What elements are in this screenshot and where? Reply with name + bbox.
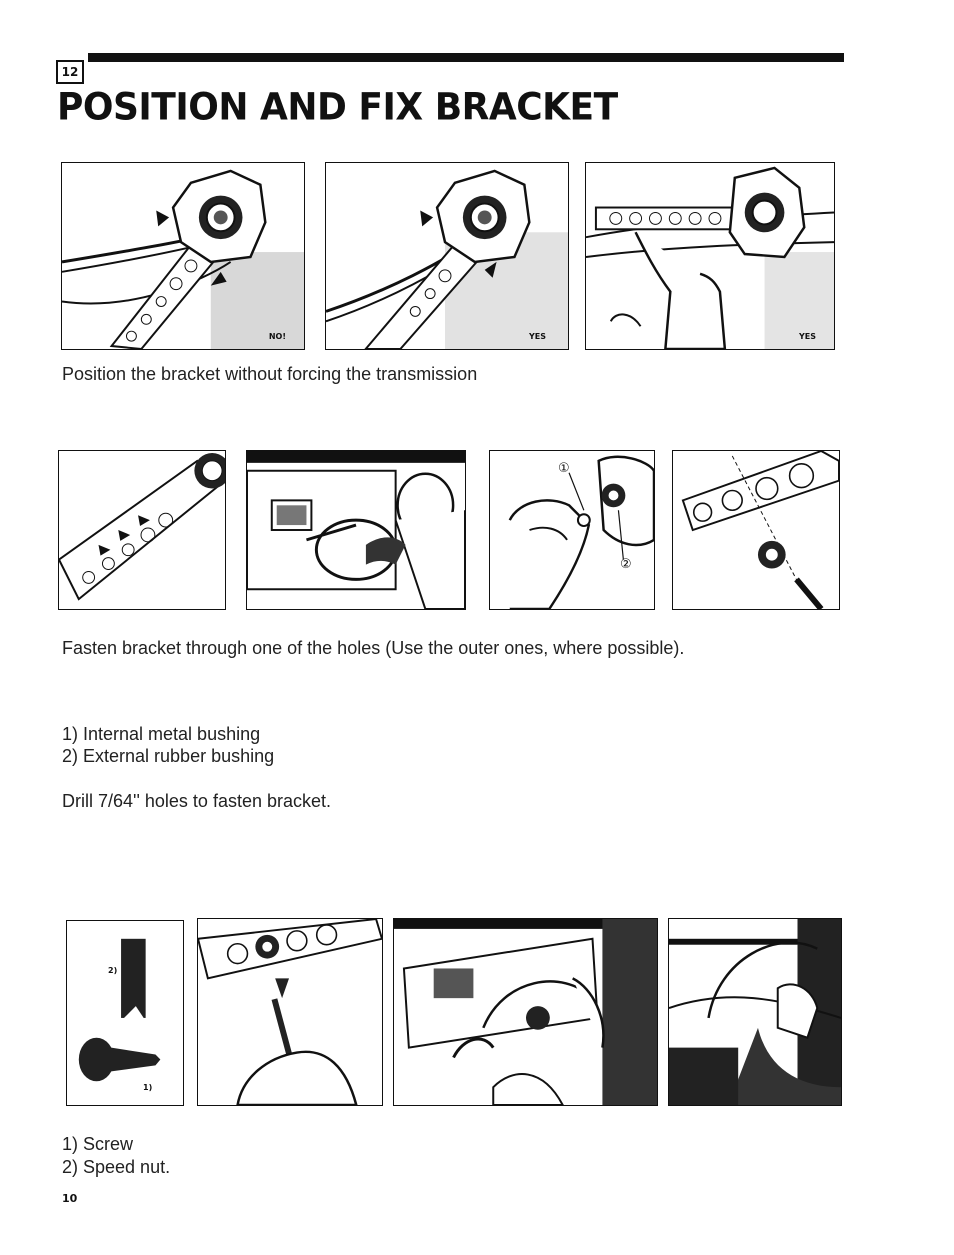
- section2-caption: Fasten bracket through one of the holes …: [62, 638, 685, 658]
- page-number: 10: [62, 1192, 78, 1205]
- section1-caption: Position the bracket without forcing the…: [62, 364, 478, 384]
- screw-label: 1): [143, 1083, 153, 1092]
- illustration-bracket-holes: [58, 450, 226, 610]
- page-title: POSITION AND FIX BRACKET: [57, 86, 618, 130]
- illustration-bracket-forced: NO!: [61, 162, 305, 350]
- callout-1: ①: [558, 461, 570, 476]
- illustration-screw-and-speed-nut: 2) 1): [66, 920, 184, 1106]
- illustration-routing-cable: [668, 918, 842, 1106]
- illustration-bracket-hand-position: YES: [585, 162, 835, 350]
- list-item: 1) Screw: [62, 1134, 134, 1154]
- no-label: NO!: [268, 332, 286, 341]
- list-item: 2) Speed nut.: [62, 1157, 171, 1177]
- step-number-box: 12: [56, 60, 84, 84]
- illustration-installing-in-car: [393, 918, 658, 1106]
- illustration-bushing-insert: ① ②: [489, 450, 655, 610]
- drill-note: Drill 7/64'' holes to fasten bracket.: [62, 791, 332, 811]
- illustration-person-installing: [246, 450, 466, 610]
- callout-2: ②: [620, 557, 632, 572]
- illustration-bracket-correct: YES: [325, 162, 569, 350]
- yes-label: YES: [528, 332, 546, 341]
- header-rule: [88, 53, 844, 62]
- list-item: 2) External rubber bushing: [62, 746, 275, 766]
- illustration-bushing-exploded: [672, 450, 840, 610]
- illustration-screwdriver-fastening: [197, 918, 383, 1106]
- list-item: 1) Internal metal bushing: [62, 724, 261, 744]
- yes-label-2: YES: [798, 332, 816, 341]
- speed-nut-label: 2): [108, 966, 118, 975]
